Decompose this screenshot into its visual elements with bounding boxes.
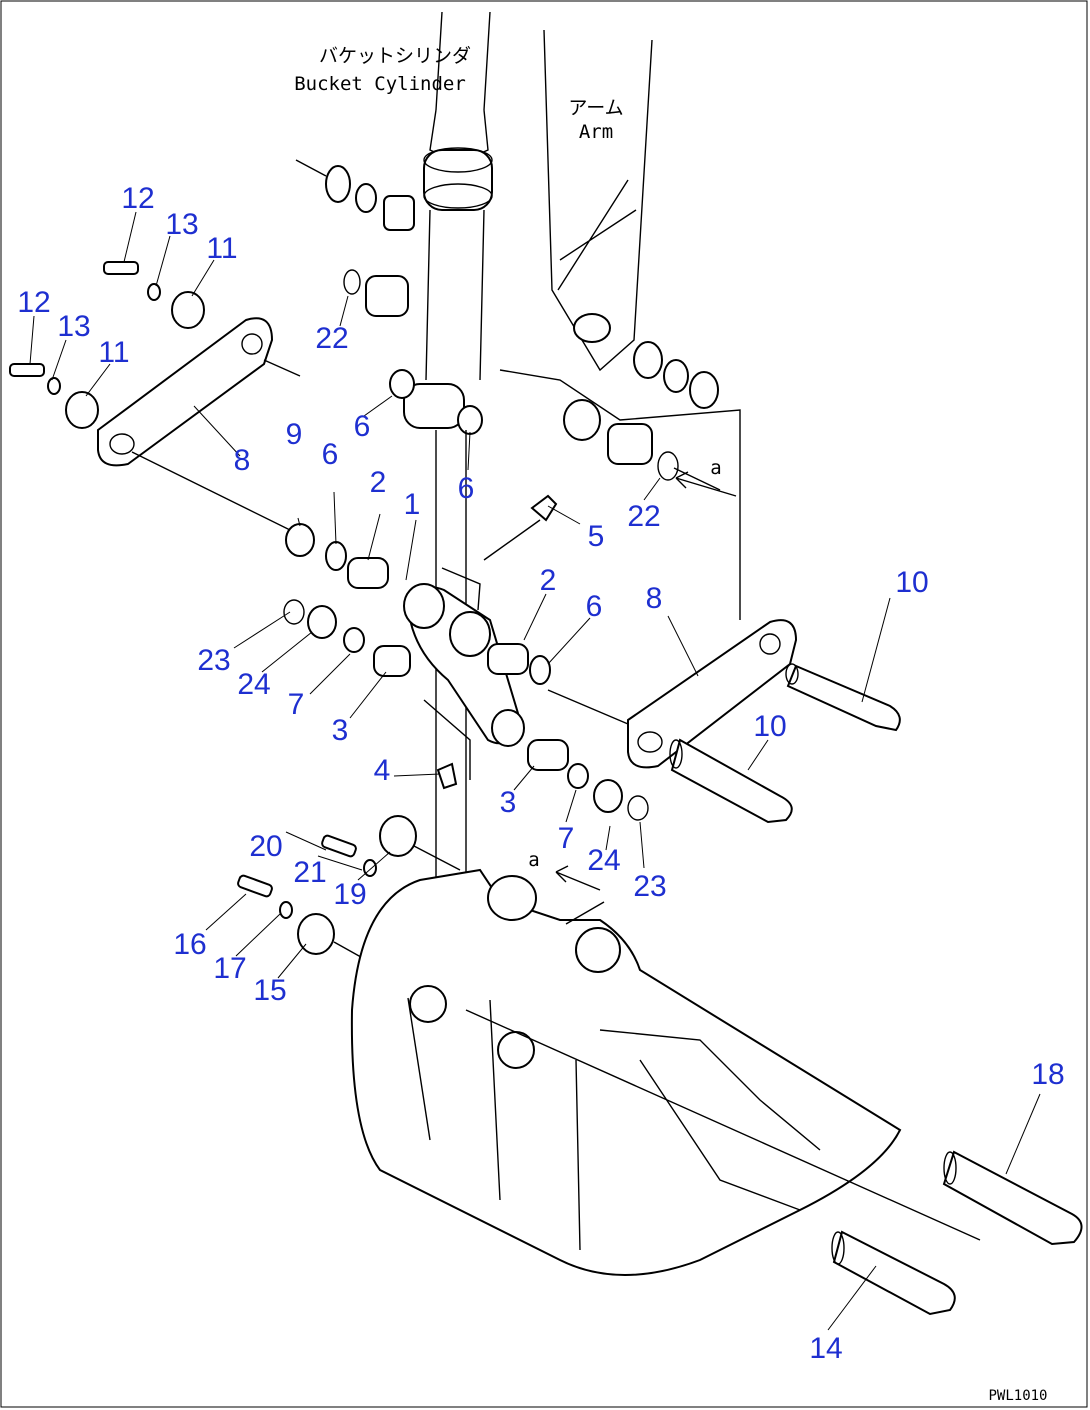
callouts: 1 2 2 3 3 4 5 6 6 6 6 7 7 8 8 9 10 10 11… <box>17 182 1064 1365</box>
callout-23-left: 23 <box>197 644 230 677</box>
right-bushing-set <box>487 643 649 821</box>
callout-16: 16 <box>173 928 206 961</box>
callout-13-upper: 13 <box>165 208 198 241</box>
upper-fasteners <box>9 261 205 429</box>
callout-21: 21 <box>293 856 326 889</box>
pin-14 <box>831 1230 956 1316</box>
callout-24-left: 24 <box>237 668 270 701</box>
callout-11-lower: 11 <box>98 336 129 369</box>
pin-upper-right <box>785 663 901 732</box>
callout-6-upper: 6 <box>354 410 371 443</box>
arm-jp-label: アーム <box>568 97 623 119</box>
bucket-cylinder-en-label: Bucket Cylinder <box>294 73 466 95</box>
view-a-bottom-label: a <box>528 849 539 871</box>
callout-10-upper: 10 <box>895 566 928 599</box>
callout-11-upper: 11 <box>206 232 237 265</box>
callout-6-upper-right: 6 <box>458 472 475 505</box>
callout-18: 18 <box>1031 1058 1064 1091</box>
callout-4: 4 <box>374 754 391 787</box>
upper-bushing-set <box>295 159 415 317</box>
callout-10-lower: 10 <box>753 710 786 743</box>
callout-22-lower: 22 <box>627 500 660 533</box>
callout-3-left: 3 <box>332 714 349 747</box>
callout-13-lower: 13 <box>57 310 90 343</box>
callout-12-upper: 12 <box>121 182 154 215</box>
callout-7-right: 7 <box>558 822 575 855</box>
pin-lower-right <box>669 738 793 824</box>
callout-2-left: 2 <box>370 466 387 499</box>
callout-8-left: 8 <box>234 444 251 477</box>
callout-17: 17 <box>213 952 246 985</box>
callout-8-right: 8 <box>646 582 663 615</box>
grease-fittings <box>436 494 558 790</box>
arm-bushing-set <box>607 341 721 491</box>
callout-15: 15 <box>253 974 286 1007</box>
callout-24-right: 24 <box>587 844 620 877</box>
lever-assembly <box>403 519 541 780</box>
left-bushing-set <box>283 523 411 677</box>
callout-22-upper: 22 <box>315 322 348 355</box>
callout-19: 19 <box>333 878 366 911</box>
callout-5: 5 <box>588 520 605 553</box>
callout-12-lower: 12 <box>17 286 50 319</box>
callout-6-right: 6 <box>586 590 603 623</box>
callout-6-left: 6 <box>322 438 339 471</box>
callout-23-right: 23 <box>633 870 666 903</box>
callout-20: 20 <box>249 830 282 863</box>
drawing-code: PWL1010 <box>988 1388 1047 1404</box>
lower-fasteners <box>237 815 461 991</box>
bucket <box>350 868 981 1276</box>
callout-7-left: 7 <box>288 688 305 721</box>
callout-9: 9 <box>286 418 303 451</box>
callout-1: 1 <box>404 488 421 521</box>
link-left <box>97 317 301 531</box>
view-a-arrows <box>555 471 737 925</box>
bucket-cylinder <box>423 11 493 381</box>
arm-en-label: Arm <box>579 121 613 143</box>
bucket-cylinder-jp-label: バケットシリンダ <box>319 45 471 67</box>
arm <box>499 29 741 620</box>
callout-2-right: 2 <box>540 564 557 597</box>
callout-14: 14 <box>809 1332 842 1365</box>
view-a-top-label: a <box>710 457 721 479</box>
pin-18 <box>942 1150 1083 1246</box>
callout-3-right: 3 <box>500 786 517 819</box>
leader-lines <box>29 211 1041 1331</box>
